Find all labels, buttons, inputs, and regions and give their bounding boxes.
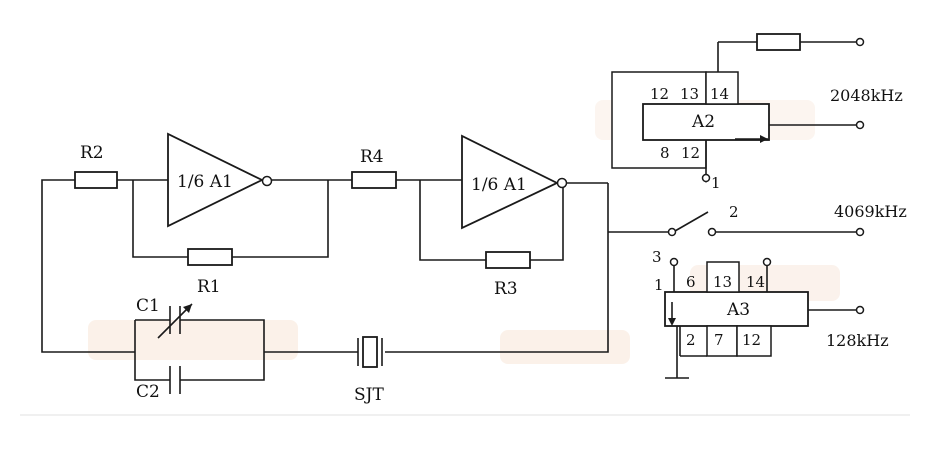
svg-text:14: 14 xyxy=(746,273,765,291)
resistor-r4: R4 xyxy=(351,147,397,189)
chip-a2-label: A2 xyxy=(691,112,715,132)
chip-a2: 12 13 14 8 12 A2 xyxy=(611,33,865,183)
svg-text:R2: R2 xyxy=(80,143,104,163)
svg-text:3: 3 xyxy=(652,248,662,266)
svg-text:14: 14 xyxy=(710,85,729,103)
crystal-sjt: SJT xyxy=(354,336,384,405)
output-label-4069: 4069kHz xyxy=(834,202,907,221)
wires xyxy=(41,179,858,381)
svg-text:C2: C2 xyxy=(136,382,160,402)
svg-text:2: 2 xyxy=(729,203,739,221)
svg-text:12: 12 xyxy=(742,331,761,349)
output-label-128: 128kHz xyxy=(826,331,889,350)
chip-a3: 1 6 13 14 2 7 12 A3 xyxy=(654,257,865,379)
svg-text:6: 6 xyxy=(686,273,696,291)
svg-text:C1: C1 xyxy=(136,296,160,316)
amplifier-a1: 1/6 A1 xyxy=(167,132,273,228)
svg-text:13: 13 xyxy=(713,273,732,291)
svg-text:13: 13 xyxy=(680,85,699,103)
amplifier-a2-label: 1/6 A1 xyxy=(471,175,527,195)
terminal-4069 xyxy=(855,227,865,237)
svg-text:R3: R3 xyxy=(494,279,518,299)
capacitor-c2: C2 xyxy=(136,366,181,402)
svg-text:2: 2 xyxy=(686,331,696,349)
resistor-r3: R3 xyxy=(485,251,531,299)
resistor-r2: R2 xyxy=(74,143,118,189)
resistor-r1: R1 xyxy=(187,248,233,297)
chip-a3-label: A3 xyxy=(726,300,750,320)
svg-text:7: 7 xyxy=(714,331,724,349)
output-label-2048: 2048kHz xyxy=(830,86,903,105)
svg-text:12: 12 xyxy=(681,144,700,162)
capacitor-c1: C1 xyxy=(136,296,193,339)
svg-text:R1: R1 xyxy=(197,277,221,297)
svg-text:R4: R4 xyxy=(360,147,384,167)
svg-text:1: 1 xyxy=(711,174,721,192)
amplifier-a2: 1/6 A1 xyxy=(461,134,568,230)
amplifier-a1-label: 1/6 A1 xyxy=(177,172,233,192)
selector-switch: 1 2 3 xyxy=(652,174,739,266)
svg-text:12: 12 xyxy=(650,85,669,103)
svg-text:1: 1 xyxy=(654,276,664,294)
svg-text:8: 8 xyxy=(660,144,670,162)
svg-text:SJT: SJT xyxy=(354,385,384,405)
